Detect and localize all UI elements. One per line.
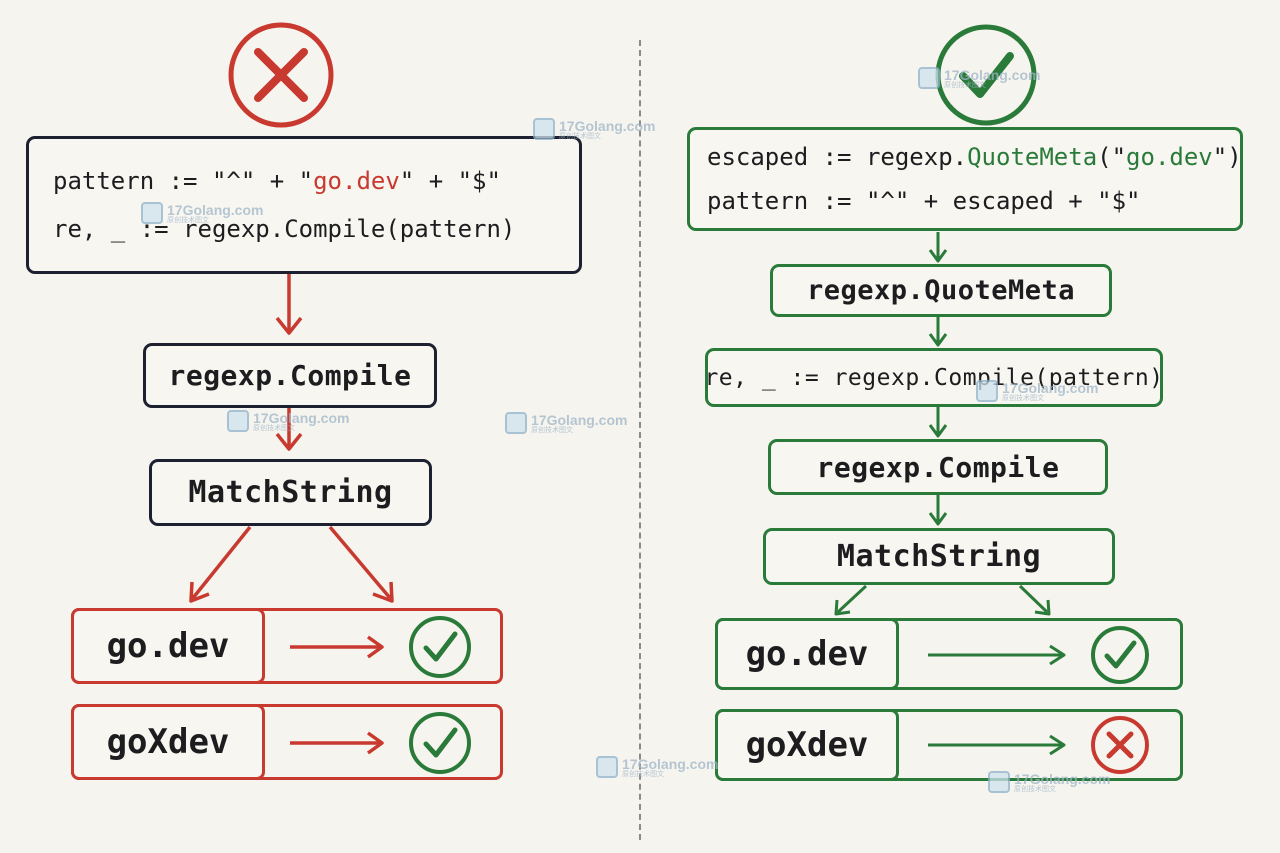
watermark-subtext: 原创技术图文 — [944, 81, 986, 89]
watermark-logo-icon — [596, 756, 618, 778]
right-row-goxdev-label: goXdev — [715, 709, 899, 781]
right-goxdev-x-icon — [1091, 716, 1149, 774]
right-code-line-1-suffix: ") — [1212, 143, 1242, 171]
watermark-logo-icon — [533, 118, 555, 140]
watermark-subtext: 原创技术图文 — [559, 132, 601, 140]
watermark-subtext: 原创技术图文 — [253, 424, 295, 432]
watermark-subtext: 原创技术图文 — [167, 216, 209, 224]
right-code-line-1-mid: (" — [1097, 143, 1127, 171]
right-code-line-1-func: QuoteMeta — [967, 143, 1098, 171]
left-compile-label: regexp.Compile — [168, 359, 412, 392]
left-code-line-2: re, _ := regexp.Compile(pattern) — [53, 215, 516, 243]
right-compile-label: regexp.Compile — [816, 450, 1060, 484]
watermark-text: 17Golang.com — [167, 201, 264, 218]
watermark-subtext: 原创技术图文 — [1002, 394, 1044, 402]
left-code-line-1-literal: go.dev — [313, 167, 400, 195]
left-code-line-1: pattern := "^" + "go.dev" + "$" — [53, 169, 501, 193]
right-arrows — [834, 232, 1066, 756]
right-row-go-dev-label: go.dev — [715, 618, 899, 690]
right-go-dev-check-icon — [1091, 626, 1149, 684]
watermark-text: 17Golang.com — [559, 117, 656, 134]
left-arrows — [189, 274, 394, 755]
watermark-logo-icon — [141, 202, 163, 224]
left-row-goxdev-label: goXdev — [71, 704, 265, 780]
left-code-line-1-prefix: pattern := "^" + " — [53, 167, 314, 195]
right-quotemeta-label: regexp.QuoteMeta — [806, 275, 1076, 306]
left-code-line-1-suffix: " + "$" — [399, 167, 501, 195]
watermark-text: 17Golang.com — [1014, 770, 1111, 787]
watermark-logo-icon — [988, 771, 1010, 793]
center-divider — [639, 40, 641, 840]
left-matchstring-box: MatchString — [149, 459, 432, 526]
right-code-line-1-literal: go.dev — [1126, 143, 1213, 171]
watermark-subtext: 原创技术图文 — [531, 426, 573, 434]
left-goxdev-check-icon — [409, 712, 471, 774]
watermark-text: 17Golang.com — [622, 755, 719, 772]
right-code-line-1-prefix: escaped := regexp. — [707, 143, 968, 171]
right-quotemeta-box: regexp.QuoteMeta — [770, 264, 1112, 317]
left-go-dev-check-icon — [409, 616, 471, 678]
watermark-subtext: 原创技术图文 — [622, 770, 664, 778]
x-circle-icon — [228, 22, 334, 128]
watermark-text: 17Golang.com — [1002, 379, 1099, 396]
right-compile-box: regexp.Compile — [768, 439, 1108, 495]
right-code-line-2: pattern := "^" + escaped + "$" — [707, 187, 1141, 215]
watermark-logo-icon — [505, 412, 527, 434]
right-matchstring-box: MatchString — [763, 528, 1115, 585]
right-code-line-1: escaped := regexp.QuoteMeta("go.dev") — [707, 145, 1242, 169]
left-code-box: pattern := "^" + "go.dev" + "$" re, _ :=… — [26, 136, 582, 274]
right-matchstring-label: MatchString — [836, 539, 1042, 574]
watermark-subtext: 原创技术图文 — [1014, 785, 1056, 793]
watermark-logo-icon — [976, 380, 998, 402]
left-compile-box: regexp.Compile — [143, 343, 437, 408]
right-compile-pattern-box: re, _ := regexp.Compile(pattern) — [704, 348, 1164, 407]
watermark-text: 17Golang.com — [253, 409, 350, 426]
watermark-logo-icon — [918, 67, 940, 89]
right-code-box: escaped := regexp.QuoteMeta("go.dev") pa… — [687, 127, 1243, 231]
left-matchstring-label: MatchString — [188, 475, 393, 510]
left-row-go-dev-label: go.dev — [71, 608, 265, 684]
right-compile-pattern-label: re, _ := regexp.Compile(pattern) — [704, 364, 1164, 391]
watermark-text: 17Golang.com — [944, 66, 1041, 83]
watermark-text: 17Golang.com — [531, 411, 628, 428]
watermark-logo-icon — [227, 410, 249, 432]
